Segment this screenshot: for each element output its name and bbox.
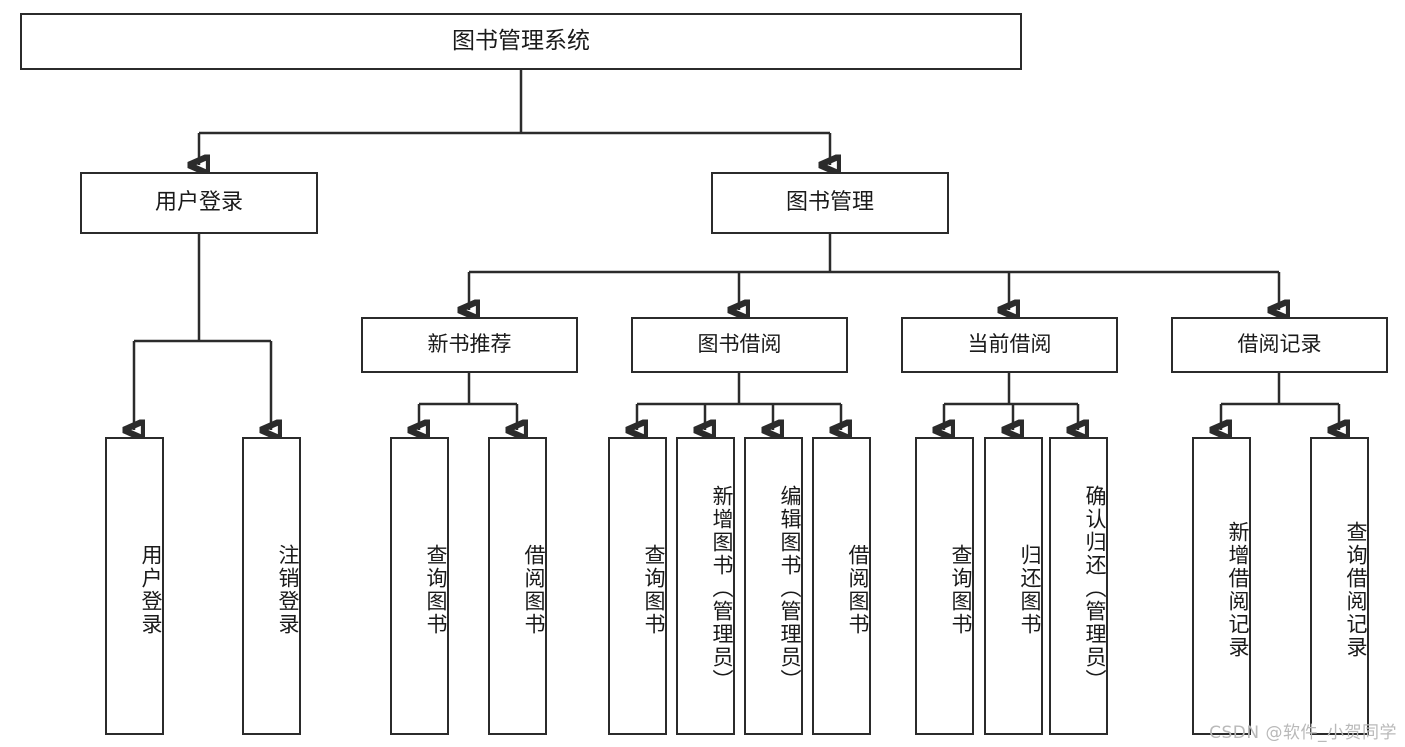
node-label: 借阅图书	[846, 544, 870, 636]
node-current-borrow[interactable]: 当前借阅	[901, 317, 1118, 373]
node-leaf-confirm-return-admin[interactable]: 确认归还（管理员）	[1049, 437, 1108, 735]
watermark-text: CSDN @软件_小贺同学	[1209, 723, 1397, 743]
node-label: 图书管理系统	[452, 27, 590, 54]
node-root-book-management-system[interactable]: 图书管理系统	[20, 13, 1022, 70]
node-leaf-user-login[interactable]: 用户登录	[105, 437, 164, 735]
node-label: 借阅记录	[1237, 332, 1322, 357]
node-book-management[interactable]: 图书管理	[711, 172, 949, 234]
node-label: 图书借阅	[697, 332, 782, 357]
node-leaf-borrow-book-borrow[interactable]: 借阅图书	[812, 437, 871, 735]
node-label: 查询图书	[949, 544, 973, 636]
node-leaf-edit-book-admin[interactable]: 编辑图书（管理员）	[744, 437, 803, 735]
node-label: 当前借阅	[967, 332, 1052, 357]
node-leaf-query-book-current[interactable]: 查询图书	[915, 437, 974, 735]
node-leaf-add-book-admin[interactable]: 新增图书（管理员）	[676, 437, 735, 735]
node-user-login[interactable]: 用户登录	[80, 172, 318, 234]
node-leaf-borrow-book-recommend[interactable]: 借阅图书	[488, 437, 547, 735]
node-borrow-record[interactable]: 借阅记录	[1171, 317, 1388, 373]
node-label: 归还图书	[1018, 544, 1042, 636]
node-label: 用户登录	[139, 544, 163, 636]
node-leaf-user-logout[interactable]: 注销登录	[242, 437, 301, 735]
node-label: 查询图书	[642, 544, 666, 636]
node-label: 借阅图书	[522, 544, 546, 636]
node-label: 新增图书（管理员）	[710, 484, 734, 692]
node-label: 查询借阅记录	[1344, 521, 1368, 659]
node-label: 图书管理	[785, 189, 874, 215]
node-label: 确认归还（管理员）	[1083, 484, 1107, 692]
node-label: 新增借阅记录	[1226, 521, 1250, 659]
node-leaf-add-borrow-record[interactable]: 新增借阅记录	[1192, 437, 1251, 735]
node-label: 查询图书	[424, 544, 448, 636]
node-leaf-query-borrow-record[interactable]: 查询借阅记录	[1310, 437, 1369, 735]
node-new-book-recommend[interactable]: 新书推荐	[361, 317, 578, 373]
node-label: 用户登录	[154, 189, 243, 215]
node-label: 编辑图书（管理员）	[778, 484, 802, 692]
node-leaf-query-book-recommend[interactable]: 查询图书	[390, 437, 449, 735]
node-leaf-query-book-borrow[interactable]: 查询图书	[608, 437, 667, 735]
node-book-borrow[interactable]: 图书借阅	[631, 317, 848, 373]
node-label: 新书推荐	[427, 332, 512, 357]
node-label: 注销登录	[276, 544, 300, 636]
node-leaf-return-book[interactable]: 归还图书	[984, 437, 1043, 735]
